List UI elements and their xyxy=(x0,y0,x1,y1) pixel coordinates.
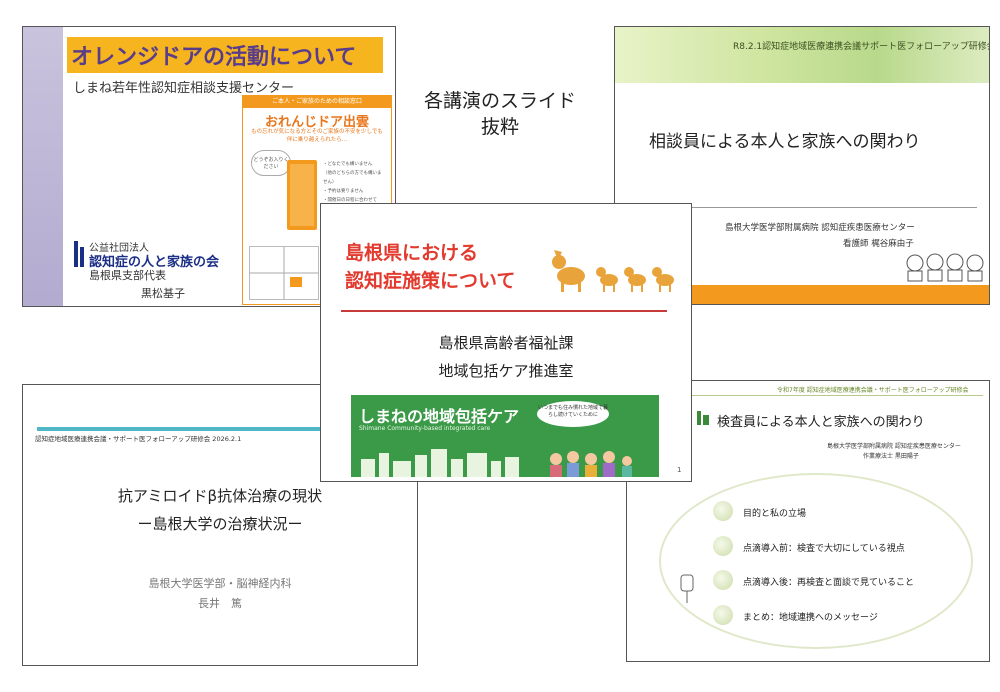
office: 地域包括ケア推進室 xyxy=(438,362,574,380)
speaker-name: 看護師 梶谷麻由子 xyxy=(843,239,914,249)
divider xyxy=(627,207,977,208)
slide-header: 令和7年度 認知症地域医療連携会議・サポート医フォローアップ研修会 xyxy=(777,387,969,394)
poster-list-item: ・予約は要りません xyxy=(323,189,364,194)
leaves-banner-image xyxy=(615,27,989,83)
slide-dementia-policy: 島根県における 認知症施策について 島根県高齢者福祉課 地域包括ケア推進室 しま… xyxy=(320,203,692,482)
iv-drip-icon xyxy=(680,574,694,603)
slide-subtitle: ー島根大学の治療状況ー xyxy=(137,515,303,533)
slide-orange-door: オレンジドアの活動について しまね若年性認知症相談支援センター 公益社団法人 認… xyxy=(22,26,396,307)
slide-title: 検査員による本人と家族への関わり xyxy=(717,415,925,430)
poster-map-icon xyxy=(249,246,319,300)
poster-description: もの忘れが気になる方とそのご家族の不安を少しでも伴に乗り越えられたら… xyxy=(251,129,383,143)
poster-header: ご本人・ご家族のための相談窓口 xyxy=(243,96,391,108)
banner-subtitle: Shimane Community-based integrated care xyxy=(359,425,491,432)
speaker-name: 黒松基子 xyxy=(141,287,185,300)
slide-title: 抗アミロイドβ抗体治療の現状 xyxy=(117,487,323,505)
community-care-banner: しまねの地域包括ケア Shimane Community-based integ… xyxy=(351,395,659,477)
slide-header: R8.2.1認知症地域医療連携会議サポート医フォローアップ研修会 xyxy=(733,42,990,52)
title-bar xyxy=(67,37,383,73)
speaker-name: 長井 篤 xyxy=(198,597,242,610)
poster-title: おれんじドア出雲 xyxy=(264,115,369,130)
slide-side-decoration xyxy=(23,27,63,306)
caption-line-1: 各講演のスライド xyxy=(423,90,576,112)
orange-band xyxy=(615,285,989,304)
agenda-bullet-icon xyxy=(713,536,733,556)
orange-door-panel-icon xyxy=(290,164,314,226)
agenda-item: 点滴導入前：検査で大切にしている視点 xyxy=(743,544,905,554)
agenda-ellipse xyxy=(659,473,973,649)
agenda-bullet-icon xyxy=(713,605,733,625)
poster-list-item: （他のどちらの方でも構いません） xyxy=(323,171,382,185)
branch-title: 島根県支部代表 xyxy=(89,269,166,282)
slides-caption: 各講演のスライド 抜粋 xyxy=(400,88,600,140)
dog-mascots-icon xyxy=(552,250,674,292)
header-bar xyxy=(37,427,337,431)
microscope-icon xyxy=(697,411,709,425)
affiliation: 島根大学医学部附属病院 認知症疾患医療センター xyxy=(827,443,961,450)
caption-line-2: 抜粋 xyxy=(480,116,519,138)
affiliation: 島根大学医学部・脳神経内科 xyxy=(148,577,292,590)
agenda-bullet-icon xyxy=(713,501,733,521)
department: 島根県高齢者福祉課 xyxy=(438,334,574,352)
city-skyline-icon xyxy=(361,449,632,477)
slide-header: 認知症地域医療連携会議・サポート医フォローアップ研修会 2026.2.1 xyxy=(35,435,242,443)
slide-title-line-2: 認知症施策について xyxy=(345,270,516,292)
agenda-item: 目的と私の立場 xyxy=(743,509,807,519)
header-line xyxy=(637,395,983,396)
agenda-item: 点滴導入後：再検査と面談で見ていること xyxy=(743,578,915,588)
page-number: 1 xyxy=(677,466,682,474)
family-association-logo-icon xyxy=(74,241,84,267)
slide-subtitle: しまね若年性認知症相談支援センター xyxy=(73,81,295,96)
banner-speech-bubble: いつまでも住み慣れた地域で暮らし続けていくために xyxy=(537,401,609,427)
agenda-item: まとめ：地域連携へのメッセージ xyxy=(743,613,878,623)
poster-cloud-text: どうぞお入りください xyxy=(251,150,291,176)
slide-title: オレンジドアの活動について xyxy=(71,45,357,70)
org-name: 認知症の人と家族の会 xyxy=(89,255,220,270)
banner-title: しまねの地域包括ケア xyxy=(359,407,520,426)
poster-list-item: ・どなたでも構いません xyxy=(323,162,373,167)
org-type: 公益社団法人 xyxy=(89,243,149,254)
family-faces-icon xyxy=(906,253,984,282)
slide-title: 相談員による本人と家族への関わり xyxy=(649,132,921,152)
poster-list-item: ・開催日の日程に合わせて xyxy=(323,198,377,203)
speaker-name: 作業療法士 黒田陽子 xyxy=(863,453,919,460)
affiliation: 島根大学医学部附属病院 認知症疾患医療センター xyxy=(725,223,915,233)
slide-title-line-1: 島根県における xyxy=(345,242,479,264)
title-rule xyxy=(341,310,667,312)
agenda-bullet-icon xyxy=(713,570,733,590)
